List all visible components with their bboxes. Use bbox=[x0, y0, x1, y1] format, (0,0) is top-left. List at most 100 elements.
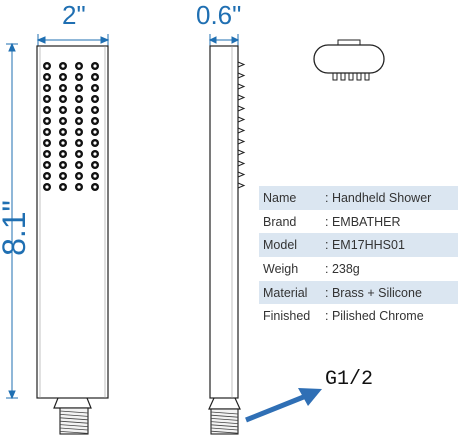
spec-value: : Handheld Shower bbox=[321, 186, 458, 210]
nozzle-hole bbox=[77, 75, 81, 79]
thread-line bbox=[210, 424, 239, 428]
width-dimension-line bbox=[36, 34, 110, 46]
nozzle-hole bbox=[93, 152, 97, 156]
nozzle-hole bbox=[45, 152, 49, 156]
spec-value: : EM17HHS01 bbox=[321, 233, 458, 258]
side-thread-lines bbox=[210, 411, 239, 434]
nozzle-hole bbox=[77, 86, 81, 90]
spec-key: Model bbox=[259, 233, 321, 258]
spec-key: Weigh bbox=[259, 257, 321, 281]
nozzle-hole bbox=[93, 130, 97, 134]
side-nozzle bbox=[237, 72, 246, 79]
nozzle-hole bbox=[77, 130, 81, 134]
depth-dimension-line bbox=[208, 34, 240, 46]
nozzle-hole bbox=[77, 97, 81, 101]
nozzle-hole bbox=[77, 64, 81, 68]
side-nozzle-profile bbox=[237, 61, 246, 189]
front-connector-neck bbox=[53, 397, 92, 409]
side-nozzle bbox=[237, 171, 246, 178]
top-nozzle bbox=[356, 73, 362, 81]
nozzle-hole bbox=[61, 119, 65, 123]
thread-arrow bbox=[245, 388, 322, 423]
side-nozzle bbox=[237, 116, 246, 123]
nozzle-hole bbox=[77, 119, 81, 123]
nozzle-hole bbox=[45, 97, 49, 101]
spec-key: Brand bbox=[259, 209, 321, 234]
thread-size-label: G1/2 bbox=[325, 368, 374, 391]
nozzle-hole bbox=[61, 174, 65, 178]
nozzle-hole bbox=[61, 130, 65, 134]
thread-line bbox=[59, 427, 89, 431]
top-view-body bbox=[313, 44, 385, 74]
thread-line bbox=[210, 430, 239, 434]
width-dimension-label: 2" bbox=[62, 0, 86, 30]
nozzle-hole bbox=[93, 64, 97, 68]
nozzle-hole bbox=[93, 119, 97, 123]
spec-row-finish: Finished : Pilished Chrome bbox=[259, 304, 458, 329]
nozzle-hole bbox=[45, 174, 49, 178]
spec-row-brand: Brand : EMBATHER bbox=[259, 209, 458, 234]
nozzle-hole bbox=[93, 75, 97, 79]
side-nozzle bbox=[237, 182, 246, 189]
spec-row-model: Model : EM17HHS01 bbox=[259, 233, 458, 258]
height-dimension-line bbox=[6, 42, 18, 400]
top-nozzle bbox=[340, 73, 346, 81]
thread-line bbox=[210, 421, 239, 424]
nozzle-hole bbox=[45, 163, 49, 167]
nozzle-grid bbox=[43, 62, 99, 191]
side-nozzle bbox=[237, 83, 246, 90]
nozzle-hole bbox=[77, 141, 81, 145]
front-handle-body bbox=[36, 45, 109, 399]
nozzle-hole bbox=[77, 163, 81, 167]
nozzle-hole bbox=[61, 185, 65, 189]
nozzle-hole bbox=[45, 141, 49, 145]
side-nozzle bbox=[237, 149, 246, 156]
nozzle-hole bbox=[45, 119, 49, 123]
side-nozzle bbox=[237, 105, 246, 112]
side-view bbox=[208, 45, 246, 435]
spec-key: Material bbox=[259, 280, 321, 305]
spec-value: : 238g bbox=[321, 257, 458, 281]
front-thread-lines bbox=[59, 410, 89, 434]
thread-line bbox=[59, 431, 89, 434]
top-view bbox=[313, 39, 385, 81]
nozzle-hole bbox=[77, 174, 81, 178]
nozzle-hole bbox=[61, 152, 65, 156]
nozzle-hole bbox=[77, 108, 81, 112]
thread-line bbox=[59, 420, 89, 424]
top-nozzle bbox=[332, 73, 338, 81]
nozzle-hole bbox=[45, 75, 49, 79]
nozzle-hole bbox=[77, 152, 81, 156]
thread-line bbox=[210, 414, 239, 418]
side-nozzle bbox=[237, 94, 246, 101]
nozzle-hole bbox=[61, 141, 65, 145]
side-nozzle bbox=[237, 61, 246, 68]
spec-key: Name bbox=[259, 186, 321, 210]
nozzle-hole bbox=[93, 174, 97, 178]
front-view bbox=[36, 45, 109, 435]
nozzle-hole bbox=[45, 130, 49, 134]
nozzle-hole bbox=[45, 185, 49, 189]
spec-table: Name : Handheld Shower Brand : EMBATHER … bbox=[259, 186, 458, 329]
nozzle-hole bbox=[93, 86, 97, 90]
nozzle-hole bbox=[93, 108, 97, 112]
depth-dimension-label: 0.6" bbox=[196, 0, 242, 30]
nozzle-hole bbox=[61, 97, 65, 101]
height-dimension-label: 8.1" bbox=[0, 200, 32, 256]
nozzle-hole bbox=[61, 75, 65, 79]
top-nozzle bbox=[348, 73, 354, 81]
spec-value: : EMBATHER bbox=[321, 209, 458, 234]
nozzle-hole bbox=[61, 108, 65, 112]
side-nozzle bbox=[237, 138, 246, 145]
thread-line bbox=[59, 417, 89, 421]
thread-line bbox=[210, 427, 239, 431]
thread-line bbox=[59, 414, 89, 417]
thread-line bbox=[59, 424, 89, 427]
nozzle-hole bbox=[93, 185, 97, 189]
side-nozzle bbox=[237, 127, 246, 134]
top-view-nozzles bbox=[332, 73, 370, 81]
nozzle-hole bbox=[93, 97, 97, 101]
thread-line bbox=[210, 418, 239, 421]
thread-line bbox=[59, 410, 89, 414]
